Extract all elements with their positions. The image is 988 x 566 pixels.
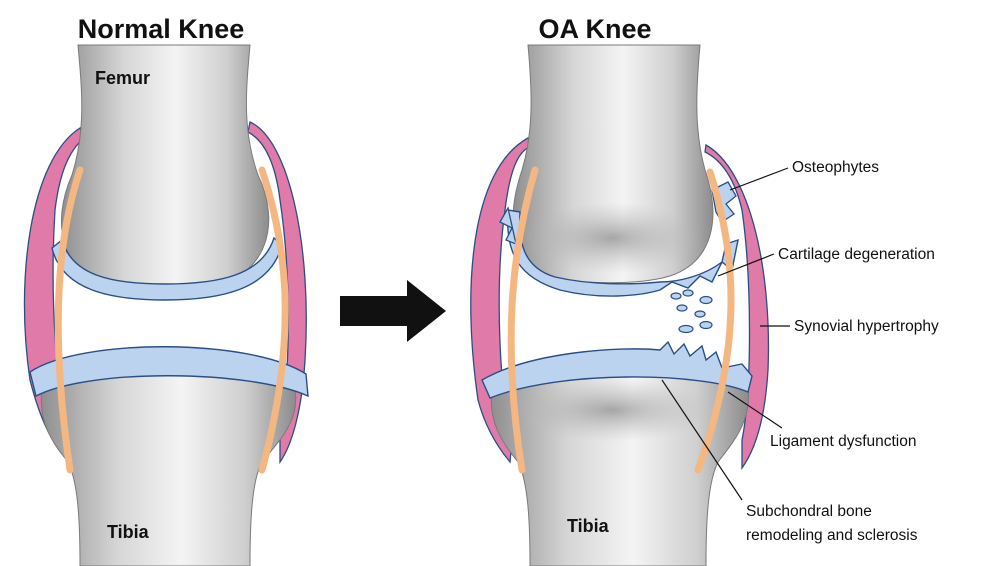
oa-knee-title: OA Knee (538, 14, 651, 44)
tibia-bone (41, 373, 296, 566)
subchondral-label-line1: Subchondral bone (746, 503, 872, 520)
progression-arrow (340, 280, 446, 342)
tibia-label-oa: Tibia (567, 516, 610, 536)
oa-knee: OA Knee Tibia (471, 14, 769, 566)
femur-label: Femur (95, 68, 150, 88)
osteophytes-label: Osteophytes (792, 159, 879, 176)
ligament-dysfunction-label: Ligament dysfunction (770, 433, 916, 450)
subchondral-label-line2: remodeling and sclerosis (746, 527, 918, 544)
femur-sclerosis (520, 202, 704, 274)
normal-knee: Normal Knee Femur Tibia (24, 14, 308, 566)
tibia-label-normal: Tibia (107, 522, 150, 542)
synovial-hypertrophy-label: Synovial hypertrophy (794, 318, 939, 335)
normal-knee-title: Normal Knee (78, 14, 245, 44)
osteophytes-leader (730, 168, 788, 190)
cartilage-fragments (671, 290, 712, 333)
cartilage-degeneration-label: Cartilage degeneration (778, 246, 935, 263)
femur-bone (61, 45, 268, 290)
